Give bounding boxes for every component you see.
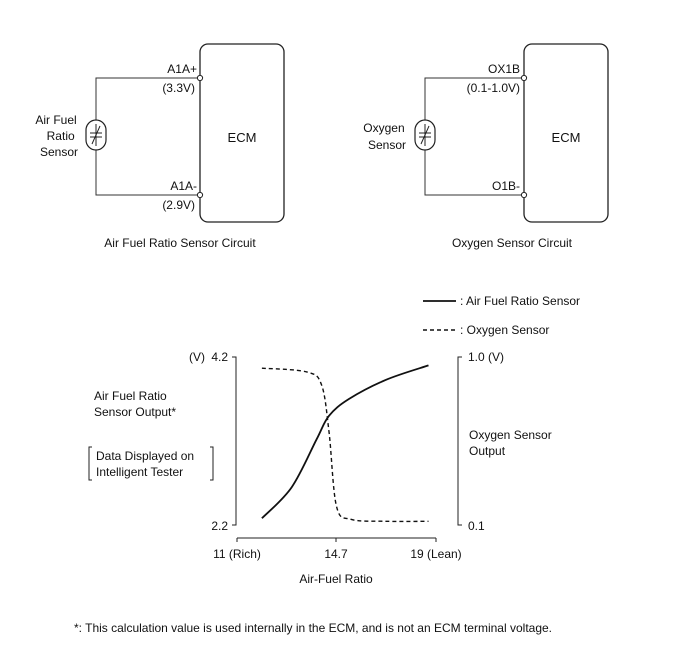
graph: (V) 4.2 2.2 1.0 (V) 0.1 Air Fuel Ratio S… — [88, 350, 555, 586]
af-terminal-bottom-dot — [196, 191, 204, 199]
o2-terminal-top-voltage: (0.1-1.0V) — [467, 81, 520, 95]
footnote: *: This calculation value is used intern… — [74, 621, 552, 635]
chart-legend: : Air Fuel Ratio Sensor : Oxygen Sensor — [423, 294, 580, 337]
left-axis-line — [232, 356, 237, 526]
o2-ecm-box — [523, 43, 609, 223]
left-axis-label: Air Fuel Ratio Sensor Output* — [94, 389, 176, 419]
af-sensor-label: Air Fuel Ratio Sensor — [35, 113, 80, 159]
o2-terminal-top-dot — [520, 74, 528, 82]
legend-dashed-label: : Oxygen Sensor — [460, 323, 549, 337]
af-wire-top — [95, 77, 200, 120]
o2-terminal-bottom: O1B- — [492, 179, 520, 193]
af-ecm-box — [199, 43, 285, 223]
left-axis-min: 2.2 — [211, 519, 228, 533]
o2-circuit-caption: Oxygen Sensor Circuit — [452, 236, 573, 250]
af-terminal-top: A1A+ — [167, 62, 197, 76]
o2-sensor-label: Oxygen Sensor — [363, 121, 408, 152]
o2-ecm-label: ECM — [552, 130, 581, 145]
series-line-air-fuel-ratio-sensor — [261, 364, 429, 519]
o2-wire-bottom — [424, 150, 524, 196]
af-terminal-top-dot — [196, 74, 204, 82]
af-terminal-bottom-voltage: (2.9V) — [162, 198, 195, 212]
af-circuit: ECM Air Fuel Ratio Sensor A1A+ (3.3V) A1… — [35, 43, 285, 250]
left-axis-note: Data Displayed on Intelligent Tester — [96, 449, 197, 479]
af-terminal-bottom: A1A- — [170, 179, 197, 193]
right-axis-max: 1.0 (V) — [468, 350, 504, 364]
af-terminal-top-voltage: (3.3V) — [162, 81, 195, 95]
af-circuit-caption: Air Fuel Ratio Sensor Circuit — [104, 236, 256, 250]
left-axis-note-bracket — [88, 446, 214, 481]
right-axis-line — [457, 356, 462, 526]
x-tick-label-lean: 19 (Lean) — [410, 547, 461, 561]
o2-terminal-bottom-dot — [520, 191, 528, 199]
af-sensor-symbol-icon — [85, 119, 107, 151]
af-wire-bottom — [95, 150, 200, 196]
o2-sensor-symbol-icon — [414, 119, 436, 151]
right-axis-label: Oxygen Sensor Output — [469, 428, 555, 458]
series-line-oxygen-sensor — [261, 367, 429, 523]
o2-wire-top — [424, 77, 524, 120]
af-ecm-label: ECM — [228, 130, 257, 145]
o2-circuit: ECM Oxygen Sensor OX1B (0.1-1.0V) O1B- O… — [363, 43, 609, 250]
x-axis-label: Air-Fuel Ratio — [299, 572, 373, 586]
x-tick-label-stoich: 14.7 — [324, 547, 348, 561]
x-tick-label-rich: 11 (Rich) — [213, 547, 261, 561]
legend-solid-label: : Air Fuel Ratio Sensor — [460, 294, 580, 308]
right-axis-min: 0.1 — [468, 519, 485, 533]
o2-terminal-top: OX1B — [488, 62, 520, 76]
left-axis-unit-max: (V) 4.2 — [189, 350, 228, 364]
